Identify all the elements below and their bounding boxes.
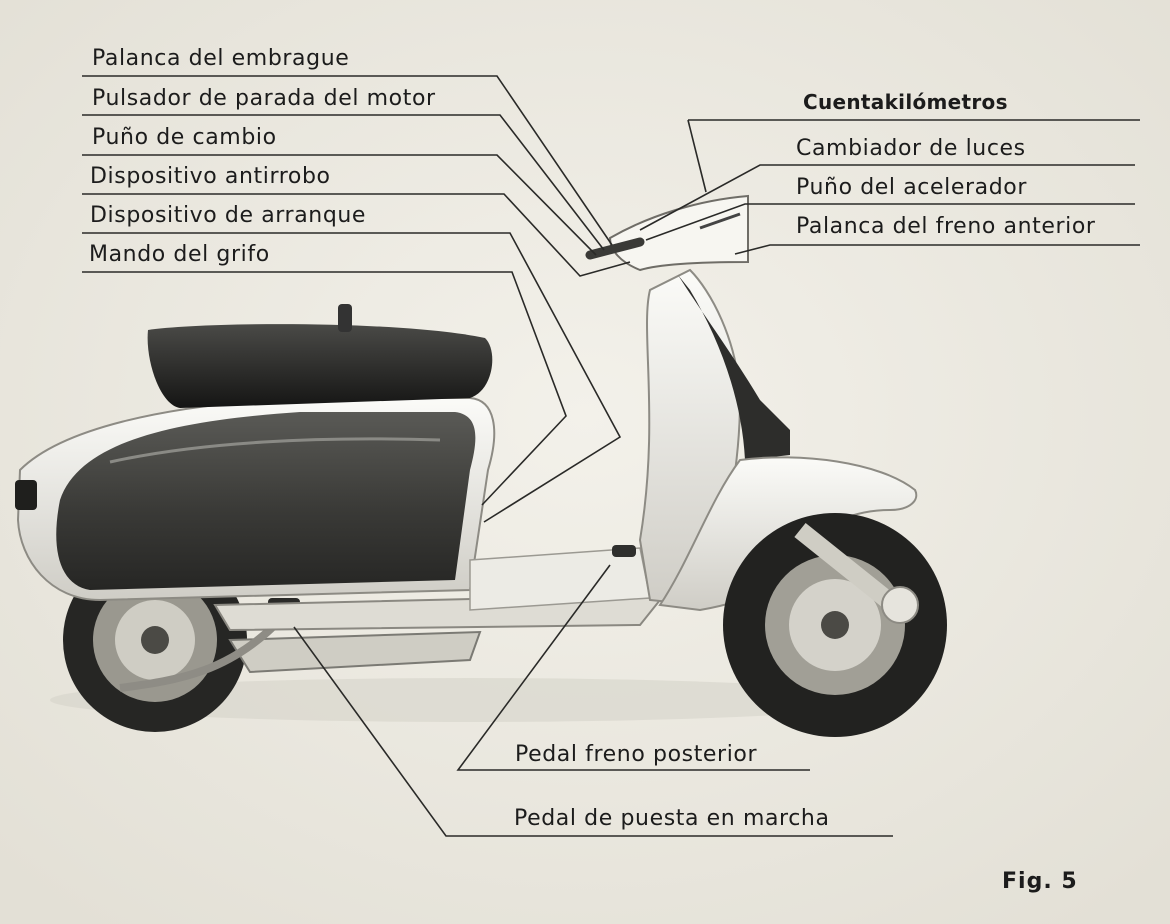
leader-acelerador	[645, 203, 1135, 241]
front-wheel	[723, 513, 947, 737]
label-dispositivo-antirrobo: Dispositivo antirrobo	[90, 164, 331, 189]
brake-pedal	[612, 545, 636, 557]
label-pulsador-parada: Pulsador de parada del motor	[92, 86, 436, 111]
leader-parada-motor	[82, 114, 605, 251]
label-palanca-freno-anterior: Palanca del freno anterior	[796, 214, 1096, 239]
label-puno-acelerador: Puño del acelerador	[796, 175, 1027, 200]
label-cambiador-luces: Cambiador de luces	[796, 136, 1026, 161]
leader-arranque	[82, 232, 622, 523]
kick-start-lever	[119, 615, 285, 692]
seat	[147, 324, 493, 408]
leader-cambio	[82, 154, 597, 256]
leader-freno-anterior	[734, 244, 1140, 255]
label-palanca-embrague: Palanca del embrague	[92, 46, 350, 71]
leader-cuentakilometros	[687, 119, 707, 193]
label-pedal-puesta-marcha: Pedal de puesta en marcha	[514, 806, 830, 831]
label-dispositivo-arranque: Dispositivo de arranque	[90, 203, 367, 228]
steering-column	[678, 275, 790, 460]
leader-puesta-marcha	[293, 626, 893, 837]
label-pedal-freno-posterior: Pedal freno posterior	[515, 742, 758, 767]
handlebar-headset	[608, 194, 749, 272]
leader-cambiador-luces	[639, 164, 1135, 231]
scooter-illustration	[15, 194, 947, 737]
label-mando-grifo: Mando del grifo	[89, 242, 270, 267]
leader-freno-posterior	[456, 564, 810, 771]
label-cuentakilometros: Cuentakilómetros	[803, 90, 1008, 114]
figure-label: Fig. 5	[1002, 869, 1078, 894]
leader-lines	[82, 75, 1140, 837]
leader-grifo	[82, 271, 567, 506]
leader-embrague	[82, 75, 613, 246]
left-grip	[585, 237, 645, 260]
side-panel	[56, 412, 476, 590]
leader-antirrobo	[82, 193, 631, 277]
label-puno-cambio: Puño de cambio	[92, 125, 277, 150]
